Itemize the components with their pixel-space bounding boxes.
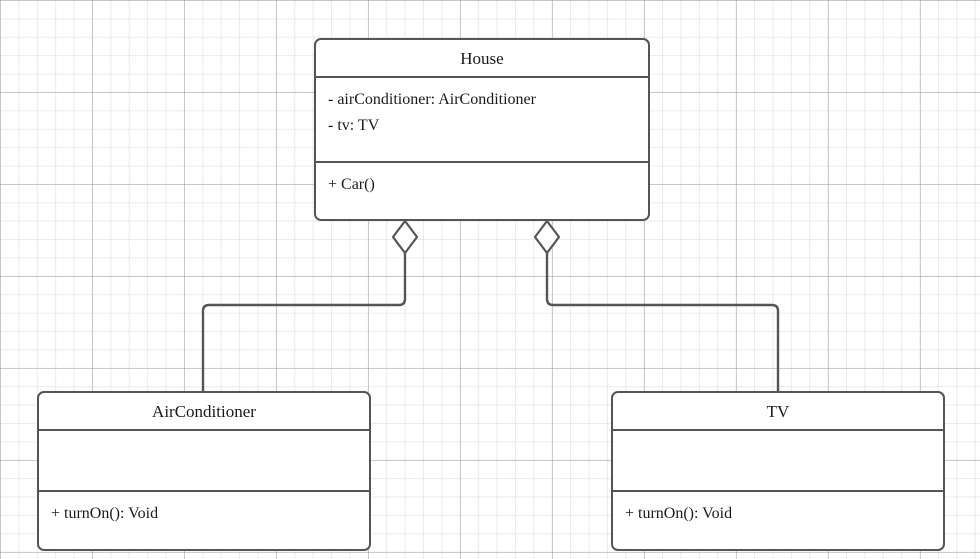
class-box-tv[interactable]: TV + turnOn(): Void (611, 391, 945, 551)
operation-item: + turnOn(): Void (625, 505, 733, 522)
hollow-diamond-icon-tv (533, 219, 561, 255)
aggregation-edge-house-tv[interactable] (533, 219, 780, 393)
class-box-house[interactable]: House - airConditioner: AirConditioner -… (314, 38, 650, 221)
class-name-tv: TV (613, 393, 943, 431)
class-box-airconditioner[interactable]: AirConditioner + turnOn(): Void (37, 391, 371, 551)
hollow-diamond-icon-airconditioner (391, 219, 419, 255)
operation-item: + turnOn(): Void (51, 505, 159, 522)
operations-compartment-house: + Car() (316, 163, 648, 219)
attributes-compartment-house: - airConditioner: AirConditioner - tv: T… (316, 78, 648, 163)
attribute-item: - tv: TV (328, 116, 380, 134)
operation-item: + Car() (328, 176, 375, 193)
attribute-item: - airConditioner: AirConditioner (328, 91, 536, 108)
aggregation-line-airconditioner (201, 251, 407, 393)
operations-compartment-tv: + turnOn(): Void (613, 492, 943, 549)
operations-compartment-airconditioner: + turnOn(): Void (39, 492, 369, 549)
attributes-compartment-tv (613, 431, 943, 492)
aggregation-edge-house-airconditioner[interactable] (201, 219, 419, 393)
class-name-house: House (316, 40, 648, 78)
attributes-compartment-airconditioner (39, 431, 369, 492)
aggregation-line-tv (545, 251, 780, 393)
class-name-airconditioner: AirConditioner (39, 393, 369, 431)
